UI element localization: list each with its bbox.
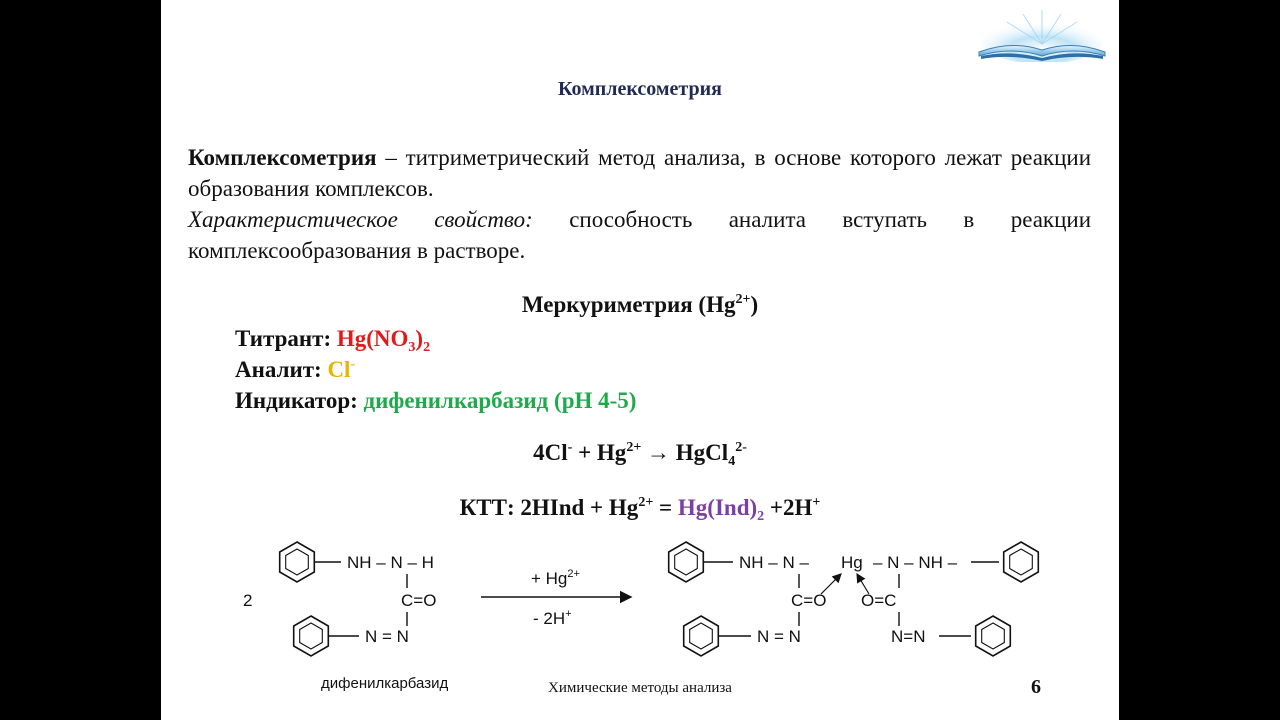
reaction-scheme: 2 NH – N – H C=O N = N дифенилкарбазид +… — [243, 541, 1040, 692]
product-azo-right: N=N — [891, 627, 925, 646]
product-azo-left: N = N — [757, 627, 801, 646]
benzene-ring-icon — [667, 541, 705, 583]
indicator-line: Индикатор: дифенилкарбазид (pH 4-5) — [235, 388, 637, 413]
property-paragraph: Характеристическое свойство: способность… — [188, 204, 1091, 266]
definition-term: Комплексометрия — [188, 145, 377, 170]
arrow-reagent-label: + Hg2+ — [531, 568, 580, 588]
definition-text: – титриметрический метод анализа, в осно… — [188, 145, 1091, 201]
arrow-byproduct-label: - 2H+ — [533, 608, 572, 628]
mercurimetry-details: Титрант: Hg(NO3)2 Аналит: Cl- Индикатор:… — [235, 323, 636, 416]
benzene-ring-icon — [974, 615, 1012, 657]
complex-product: Hg(Ind)2 — [677, 495, 765, 524]
open-book-logo-icon — [978, 10, 1106, 62]
benzene-ring-icon — [278, 541, 316, 583]
benzene-ring-icon — [292, 615, 330, 657]
property-label: Характеристическое свойство: — [188, 207, 533, 232]
reagent-name: дифенилкарбазид — [321, 675, 448, 692]
titrant-value: Hg(NO3)2 — [336, 326, 431, 355]
definition-block: Комплексометрия – титриметрический метод… — [188, 142, 1091, 266]
titrant-line: Титрант: Hg(NO3)2 — [235, 326, 431, 355]
benzene-ring-icon — [1002, 541, 1040, 583]
reagent-carbonyl: C=O — [401, 591, 436, 610]
scheme-coefficient: 2 — [243, 591, 252, 610]
slide-title: Комплексометрия — [558, 78, 722, 100]
product-top-left: NH – N – — [739, 553, 809, 572]
equation-complexation: 4Cl- + Hg2+ → HgCl42- — [533, 440, 747, 469]
equation-endpoint: КТТ: 2HInd + Hg2+ = Hg(Ind)2 +2H+ — [459, 495, 821, 524]
slide-footer: Химические методы анализа — [548, 680, 732, 696]
reagent-azo: N = N — [365, 627, 409, 646]
benzene-ring-icon — [682, 615, 720, 657]
product-carbonyl-left: C=O — [791, 591, 826, 610]
mercurimetry-heading: Меркуриметрия (Hg2+) — [521, 292, 759, 317]
property-text: способность аналита вступать в реакции к… — [188, 207, 1091, 263]
product-mercury: Hg — [841, 553, 863, 572]
indicator-value: дифенилкарбазид (pH 4-5) — [363, 388, 637, 413]
product-carbonyl-right: O=C — [861, 591, 896, 610]
reagent-top-chain: NH – N – H — [347, 553, 434, 572]
slide: Комплексометрия Комплексометрия – титрим… — [161, 0, 1119, 720]
analyte-line: Аналит: Cl- — [235, 357, 356, 382]
product-top-right: – N – NH – — [873, 553, 958, 572]
page-number: 6 — [1031, 676, 1041, 698]
analyte-value: Cl- — [327, 357, 356, 382]
definition-paragraph: Комплексометрия – титриметрический метод… — [188, 142, 1091, 204]
